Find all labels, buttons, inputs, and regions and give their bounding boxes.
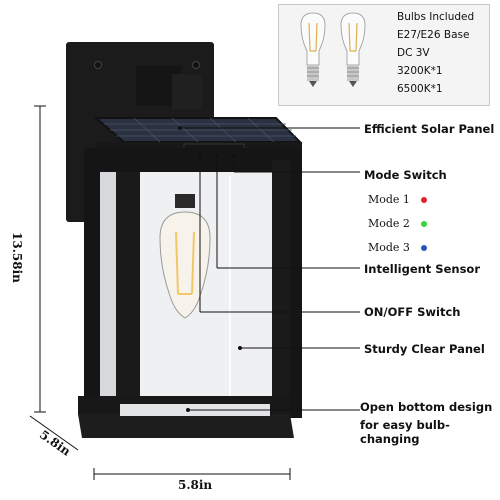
- mode-3-indicator-icon: [421, 245, 428, 251]
- label-onoff-switch: ON/OFF Switch: [364, 305, 461, 319]
- mount-screw-left-icon: [94, 61, 102, 69]
- mode-2-indicator-icon: [421, 221, 428, 227]
- label-open-bottom-2: for easy bulb-changing: [360, 418, 450, 446]
- bulb-cool: 6500K*1: [397, 83, 443, 95]
- included-bulbs-image: [300, 12, 366, 87]
- mode-item-2: Mode 2: [368, 212, 428, 236]
- glass-panel-left: [100, 172, 116, 400]
- mode-list: Mode 1 Mode 2 Mode 3: [368, 188, 428, 260]
- bulb-1-icon: [300, 12, 326, 87]
- label-intelligent-sensor: Intelligent Sensor: [364, 262, 480, 276]
- mount-screw-right-icon: [192, 61, 200, 69]
- bulb-voltage: DC 3V: [397, 47, 430, 59]
- bulb-title: Bulbs Included: [397, 11, 475, 23]
- bulb-2-icon: [340, 12, 366, 87]
- mode-1-indicator-icon: [421, 197, 428, 203]
- mode-item-3: Mode 3: [368, 236, 428, 260]
- label-clear-panel: Sturdy Clear Panel: [364, 342, 485, 356]
- mode-item-1: Mode 1: [368, 188, 428, 212]
- glass-panel-front: [140, 172, 272, 400]
- mode-3-label: Mode 3: [368, 241, 410, 254]
- mode-1-label: Mode 1: [368, 193, 410, 206]
- dimension-width: 5.8in: [178, 478, 213, 492]
- label-solar-panel: Efficient Solar Panel: [364, 122, 495, 136]
- bulb-base: E27/E26 Base: [397, 29, 470, 41]
- label-open-bottom-1: Open bottom design: [360, 400, 493, 414]
- dimension-height: 13.58in: [10, 232, 24, 283]
- label-mode-switch: Mode Switch: [364, 168, 447, 182]
- lamp-bulb-icon: [159, 194, 211, 319]
- bulb-info-panel: Bulbs Included E27/E26 Base DC 3V 3200K*…: [278, 4, 490, 106]
- mode-2-label: Mode 2: [368, 217, 410, 230]
- bulb-warm: 3200K*1: [397, 65, 443, 77]
